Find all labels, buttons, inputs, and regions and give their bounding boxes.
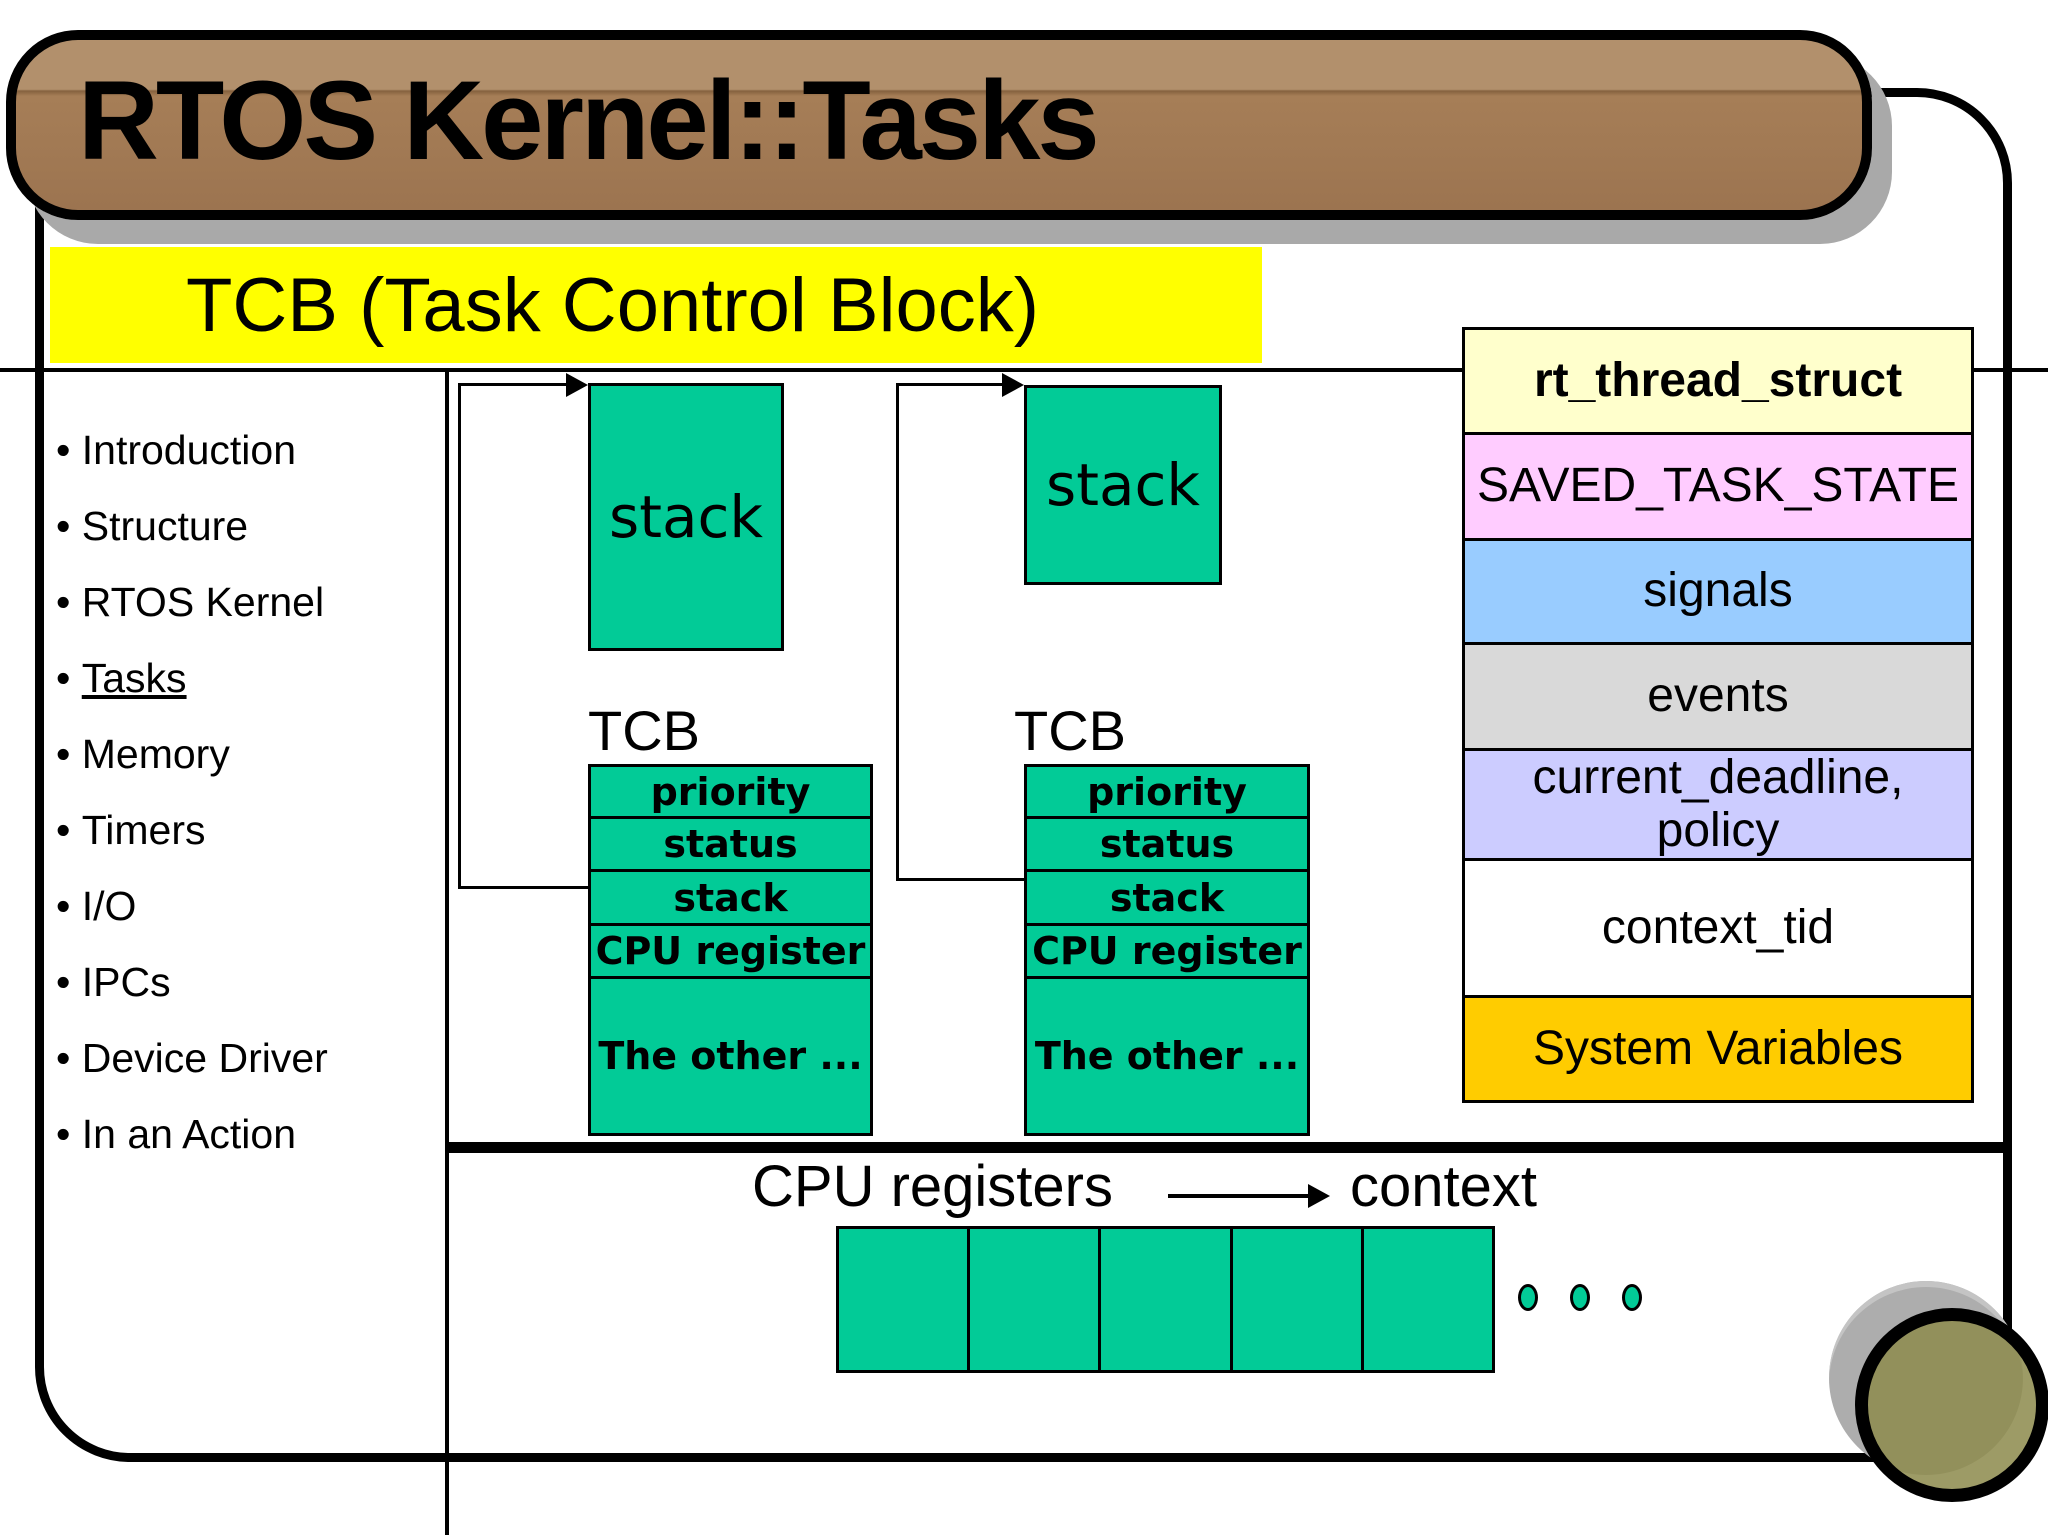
tcb2-row-priority: priority (1027, 767, 1307, 819)
struct-row-system-variables: System Variables (1465, 998, 1971, 1100)
subtitle-highlight-bar (50, 247, 1262, 363)
tcb2-stack-arrow-icon (1002, 373, 1024, 397)
ellipsis-dot (1518, 1284, 1538, 1311)
tcb1-structure-table: priority status stack CPU register The o… (588, 764, 873, 1136)
sidebar-item-in-an-action[interactable]: In an Action (56, 1096, 436, 1172)
tcb1-row-other: The other ... (598, 1034, 863, 1078)
vertical-divider-line (445, 368, 449, 1535)
register-cell (1232, 1229, 1364, 1370)
corner-circle (1855, 1308, 2048, 1502)
struct-row-saved-task-state: SAVED_TASK_STATE (1465, 435, 1971, 541)
sidebar-item-memory[interactable]: Memory (56, 716, 436, 792)
cpu-register-cells (836, 1226, 1495, 1373)
tcb1-stack-pointer-line-vertical (458, 383, 461, 889)
tcb1-title: TCB (588, 699, 700, 762)
title-banner (6, 30, 1872, 220)
tcb1-row-stack: stack (591, 872, 870, 926)
sidebar-item-rtos-kernel[interactable]: RTOS Kernel (56, 564, 436, 640)
context-label: context (1350, 1154, 1537, 1219)
slide-title: RTOS Kernel::Tasks (78, 58, 1100, 183)
register-cell (1101, 1229, 1233, 1370)
tcb2-row-stack: stack (1027, 872, 1307, 926)
tcb1-row-cpu-register: CPU register (591, 926, 870, 979)
sidebar-item-introduction[interactable]: Introduction (56, 412, 436, 488)
sidebar-item-structure[interactable]: Structure (56, 488, 436, 564)
register-cell (839, 1229, 971, 1370)
ellipsis-dot (1622, 1284, 1642, 1311)
tcb1-stack-arrow-icon (566, 373, 588, 397)
struct-row-header: rt_thread_struct (1465, 330, 1971, 435)
bottom-separator-line (447, 1142, 2012, 1153)
stack-box-2: stack (1024, 385, 1222, 585)
ellipsis-dot (1570, 1284, 1590, 1311)
struct-row-context-tid: context_tid (1465, 861, 1971, 998)
tcb2-structure-table: priority status stack CPU register The o… (1024, 764, 1310, 1136)
slide-subtitle: TCB (Task Control Block) (186, 263, 1040, 348)
sidebar-item-tasks[interactable]: Tasks (56, 640, 436, 716)
stack-box-2-label: stack (1046, 451, 1200, 519)
rt-thread-struct-table: rt_thread_struct SAVED_TASK_STATE signal… (1462, 327, 1974, 1103)
tcb1-stack-pointer-line-top (458, 383, 568, 386)
tcb2-stack-pointer-line-top (896, 383, 1002, 386)
tcb2-row-other: The other ... (1034, 1034, 1300, 1078)
stack-box-1-label: stack (609, 483, 763, 551)
sidebar-item-ipcs[interactable]: IPCs (56, 944, 436, 1020)
tcb1-row-priority: priority (591, 767, 870, 819)
struct-row-current-deadline-policy: current_deadline, policy (1465, 751, 1971, 861)
outline-sidebar: Introduction Structure RTOS Kernel Tasks… (56, 412, 436, 1172)
tcb2-row-status: status (1027, 819, 1307, 872)
struct-row-events: events (1465, 645, 1971, 751)
tcb2-stack-pointer-line-vertical (896, 383, 899, 880)
sidebar-item-io[interactable]: I/O (56, 868, 436, 944)
cpu-registers-label: CPU registers (752, 1154, 1113, 1219)
tcb2-title: TCB (1014, 699, 1126, 762)
cpu-to-context-arrow-icon (1308, 1184, 1330, 1208)
horizontal-divider-line (0, 368, 2048, 372)
sidebar-item-timers[interactable]: Timers (56, 792, 436, 868)
struct-row-signals: signals (1465, 541, 1971, 645)
tcb2-row-cpu-register: CPU register (1027, 926, 1307, 979)
tcb2-stack-pointer-line-bottom (896, 878, 1024, 881)
stack-box-1: stack (588, 383, 784, 651)
tcb1-row-status: status (591, 819, 870, 872)
register-cell (970, 1229, 1102, 1370)
cpu-to-context-arrow-line (1168, 1194, 1308, 1198)
register-cell (1363, 1229, 1493, 1370)
tcb1-stack-pointer-line-bottom (458, 886, 588, 889)
sidebar-item-device-driver[interactable]: Device Driver (56, 1020, 436, 1096)
